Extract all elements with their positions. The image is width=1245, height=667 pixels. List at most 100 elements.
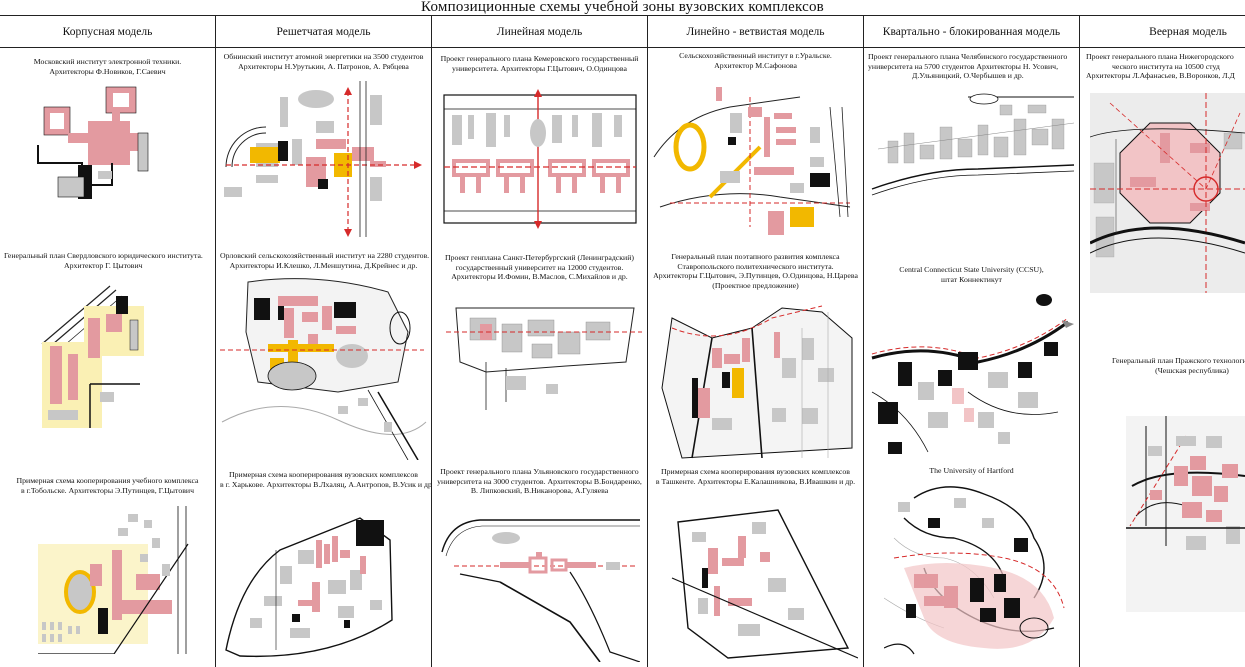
caption-line: университета на 3000 студентов. Архитект…	[437, 476, 642, 486]
project-caption: Московский институт электронной техники.…	[4, 57, 211, 76]
caption-line: Обнинский институт атомной энергетики на…	[223, 52, 424, 61]
site-plan	[446, 307, 642, 410]
project-cell: Генеральный план Пражского технологическ…	[1080, 354, 1245, 667]
site-plan	[1126, 416, 1245, 612]
site-plan	[37, 86, 149, 199]
caption-line: (Чешская республика)	[1155, 365, 1229, 375]
column-corpus-model: Корпусная модель Московский институт эле…	[0, 16, 216, 667]
project-cell: Генеральный план Свердловского юридическ…	[0, 242, 215, 464]
site-plan	[871, 294, 1074, 454]
project-caption: Орловский сельскохозяйственный институт …	[220, 251, 430, 270]
column-linear-branching-model: Линейно - ветвистая модель Сельскохозяйс…	[648, 16, 864, 667]
column-header: Линейная модель	[432, 16, 647, 48]
project-caption: Генеральный план Свердловского юридическ…	[4, 251, 211, 270]
caption-line: Проект генплана Санкт-Петербургский (Лен…	[445, 253, 634, 262]
caption-line: Примерная схема кооперирования учебного …	[16, 476, 199, 485]
caption-line: Проект генерального плана Нижегородского	[1086, 52, 1234, 61]
column-linear-model: Линейная модель Проект генерального план…	[432, 16, 648, 667]
sheet-title: Композиционные схемы учебной зоны вузовс…	[421, 0, 824, 15]
site-plan	[1090, 93, 1245, 293]
project-cell: Орловский сельскохозяйственный институт …	[216, 242, 431, 464]
project-cell: Примерная схема кооперирования учебного …	[0, 464, 215, 667]
caption-line: штат Коннектикут	[941, 274, 1002, 284]
column-header: Линейно - ветвистая модель	[648, 16, 863, 48]
caption-line: Ставропольского политехнического институ…	[677, 261, 834, 271]
caption-line: Архитекторы Г.Цытович, Э.Путинцев, О.Оди…	[653, 271, 858, 281]
site-plan	[671, 509, 858, 659]
column-header: Корпусная модель	[0, 16, 215, 48]
site-plan	[225, 517, 393, 658]
project-cell: Проект генерального плана Нижегородского…	[1080, 49, 1245, 299]
caption-line: Примерная схема кооперирования вузовских…	[661, 467, 850, 476]
column-block-model: Квартально - блокированная модель Проект…	[864, 16, 1080, 667]
caption-line: в г. Харькове. Архитекторы В.Лхаляц, А.А…	[220, 479, 431, 489]
site-plan	[443, 89, 637, 229]
column-header: Веерная модель	[1080, 16, 1245, 48]
models-table: Корпусная модель Московский институт эле…	[0, 15, 1245, 667]
project-caption: Проект генерального плана Кемеровского г…	[436, 54, 643, 73]
site-plan	[441, 519, 640, 662]
project-caption: Генеральный план поэтапного развития ком…	[652, 252, 859, 290]
caption-line: Д.Ульяницкий, О.Чербышев и др.	[912, 71, 1024, 81]
project-caption: Проект генерального плана Челябинского г…	[868, 52, 1075, 81]
project-cell: Проект генерального плана Челябинского г…	[864, 49, 1079, 242]
project-cell: The University of Hartford	[864, 464, 1079, 667]
project-caption: Central Connecticut State University (CC…	[868, 265, 1075, 284]
project-caption: Генеральный план Пражского технологическ…	[1084, 356, 1245, 375]
caption-line: университета. Архитекторы Г.Цытович, О.О…	[452, 63, 627, 73]
project-cell: Генеральный план поэтапного развития ком…	[648, 242, 863, 464]
project-cell: Примерная схема кооперирования вузовских…	[648, 464, 863, 667]
caption-line: Орловский сельскохозяйственный институт …	[220, 251, 430, 260]
project-cell: Проект генплана Санкт-Петербургский (Лен…	[432, 242, 647, 464]
caption-line: ческого института на 10500 студ	[1112, 61, 1220, 71]
caption-line: Архитекторы Ф.Новиков, Г.Саевич	[49, 66, 166, 76]
caption-line: Проект генерального плана Ульяновского г…	[440, 467, 639, 476]
project-caption: Проект генерального плана Нижегородского…	[1086, 52, 1235, 81]
project-caption: Обнинский институт атомной энергетики на…	[220, 52, 427, 71]
project-cell: Обнинский институт атомной энергетики на…	[216, 49, 431, 242]
site-plan	[224, 81, 422, 237]
site-plan	[884, 486, 1065, 655]
project-caption: Сельскохозяйственный институт в г.Уральс…	[652, 51, 859, 70]
column-header: Решетчатая модель	[216, 16, 431, 48]
caption-line: (Проектное предложение)	[712, 280, 799, 290]
caption-line: Архитектор М.Сафонова	[714, 60, 797, 70]
project-cell: Примерная схема кооперирования вузовских…	[216, 464, 431, 667]
site-plan	[661, 305, 853, 459]
caption-line: в г.Тобольске. Архитекторы Э.Путинцев, Г…	[20, 485, 195, 495]
project-caption: Примерная схема кооперирования вузовских…	[220, 470, 431, 489]
site-plan	[220, 278, 427, 460]
caption-line: Генеральный план Пражского технологическ…	[1112, 356, 1245, 365]
caption-line: Архитекторы И.Клешко, Л.Меншутина, Д.Кре…	[229, 260, 418, 270]
project-cell: Сельскохозяйственный институт в г.Уральс…	[648, 49, 863, 242]
project-caption: Проект генерального плана Ульяновского г…	[436, 467, 643, 496]
site-plan	[38, 506, 189, 654]
caption-line: Архитекторы Л.Афанасьев, В.Воронков, Л.Д	[1086, 71, 1235, 81]
site-plan	[871, 93, 1075, 196]
caption-line: Архитекторы И.Фомин, В.Маслов, С.Михайло…	[451, 272, 628, 282]
project-cell: Московский институт электронной техники.…	[0, 49, 215, 242]
caption-line: Архитекторы Н.Урутькин, А. Патронов, А. …	[238, 61, 409, 71]
caption-line: Примерная схема кооперирования вузовских…	[229, 470, 418, 479]
project-caption: Примерная схема кооперирования учебного …	[4, 476, 211, 495]
caption-line: Проект генерального плана Челябинского г…	[868, 52, 1068, 61]
column-grid-model: Решетчатая модель Обнинский институт ато…	[216, 16, 432, 667]
column-header: Квартально - блокированная модель	[864, 16, 1079, 48]
caption-line: Архитектор Г. Цытович	[64, 260, 143, 270]
caption-line: Московский институт электронной техники.	[33, 57, 182, 66]
caption-line: Проект генерального плана Кемеровского г…	[440, 54, 639, 63]
project-caption: Примерная схема кооперирования вузовских…	[652, 467, 859, 486]
site-plan	[41, 285, 144, 428]
caption-line: университета на 5700 студентов Архитекто…	[868, 61, 1059, 71]
caption-line: Сельскохозяйственный институт в г.Уральс…	[679, 51, 832, 60]
project-cell: Проект генерального плана Кемеровского г…	[432, 49, 647, 242]
caption-line: государственный университет на 12000 сту…	[455, 262, 624, 272]
caption-line: The University of Hartford	[929, 466, 1014, 475]
site-plan	[653, 87, 851, 235]
caption-line: в Ташкенте. Архитекторы Е.Калашникова, В…	[655, 476, 856, 486]
project-cell: Central Connecticut State University (CC…	[864, 242, 1079, 464]
project-caption: The University of Hartford	[868, 466, 1075, 476]
caption-line: В. Липковский, В.Никанорова, А.Гуляева	[470, 486, 609, 496]
project-cell: Проект генерального плана Ульяновского г…	[432, 464, 647, 667]
